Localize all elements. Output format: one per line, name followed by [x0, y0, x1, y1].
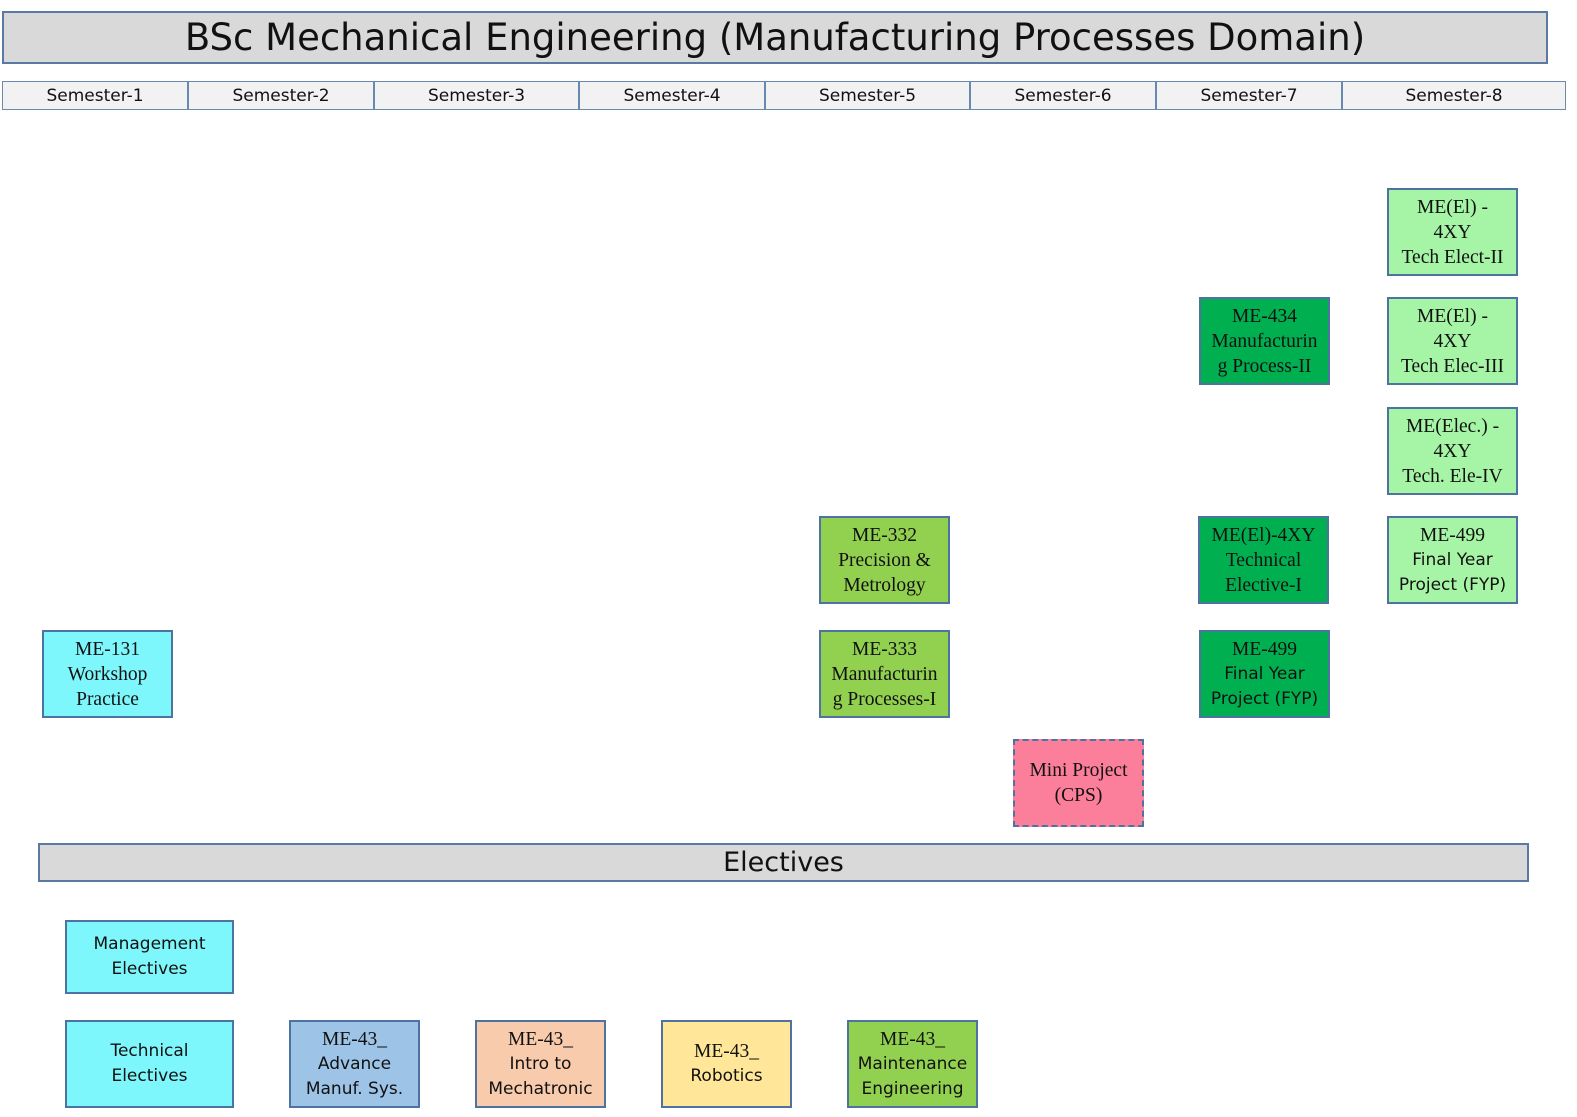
- elective-advance-manuf: ME-43_ Advance Manuf. Sys.: [289, 1020, 420, 1108]
- course-code: 4XY: [1433, 330, 1472, 352]
- course-name-line: Project (FYP): [1398, 574, 1507, 595]
- elective-label-line: Management: [93, 934, 206, 954]
- elective-technical: Technical Electives: [65, 1020, 234, 1108]
- course-code: ME-43_: [880, 1028, 945, 1050]
- course-name-line: Practice: [76, 688, 139, 710]
- course-name-line: Workshop: [67, 663, 148, 685]
- course-name-line: Elective-I: [1225, 574, 1302, 596]
- course-tech-elective-4: ME(Elec.) - 4XY Tech. Ele-IV: [1387, 407, 1518, 495]
- course-code: ME-434: [1232, 305, 1297, 327]
- course-code: ME(El) -: [1417, 305, 1488, 327]
- elective-mechatronic: ME-43_ Intro to Mechatronic: [475, 1020, 606, 1108]
- page-title: BSc Mechanical Engineering (Manufacturin…: [2, 11, 1548, 64]
- course-code: ME-499: [1232, 638, 1297, 660]
- semester-4-header: Semester-4: [579, 81, 765, 110]
- electives-header-text: Electives: [723, 847, 844, 878]
- elective-label-line: Robotics: [690, 1066, 763, 1086]
- course-code: ME(El) -: [1417, 196, 1488, 218]
- course-technical-elective-1: ME(El)-4XY Technical Elective-I: [1198, 516, 1329, 604]
- course-name-line: (CPS): [1054, 785, 1103, 806]
- semester-6-header: Semester-6: [970, 81, 1156, 110]
- elective-label-line: Electives: [111, 1066, 188, 1086]
- course-fyp-semester-7: ME-499 Final Year Project (FYP): [1199, 630, 1330, 718]
- course-name-line: Manufacturin: [831, 663, 938, 685]
- course-name-line: Manufacturin: [1211, 330, 1318, 352]
- course-code: ME-43_: [322, 1028, 387, 1050]
- course-fyp-semester-8: ME-499 Final Year Project (FYP): [1387, 516, 1518, 604]
- course-me434: ME-434 Manufacturin g Process-II: [1199, 297, 1330, 385]
- course-name-line: Final Year: [1224, 663, 1305, 684]
- elective-maintenance: ME-43_ Maintenance Engineering: [847, 1020, 978, 1108]
- page-title-text: BSc Mechanical Engineering (Manufacturin…: [184, 16, 1366, 59]
- semester-1-header: Semester-1: [2, 81, 188, 110]
- semester-2-header: Semester-2: [188, 81, 374, 110]
- course-me131: ME-131 Workshop Practice: [42, 630, 173, 718]
- elective-label-line: Maintenance: [857, 1053, 968, 1074]
- course-name-line: Precision &: [838, 549, 931, 571]
- course-name-line: Final Year: [1412, 549, 1493, 570]
- course-code: 4XY: [1433, 440, 1472, 462]
- semester-8-header: Semester-8: [1342, 81, 1566, 110]
- semester-7-header: Semester-7: [1156, 81, 1342, 110]
- course-mini-project: Mini Project (CPS): [1013, 739, 1144, 827]
- course-name-line: Tech Elec-III: [1400, 355, 1505, 377]
- elective-robotics: ME-43_ Robotics: [661, 1020, 792, 1108]
- course-code: ME-131: [75, 638, 140, 660]
- elective-label-line: Electives: [111, 959, 188, 979]
- semester-3-header: Semester-3: [374, 81, 579, 110]
- course-name-line: g Process-II: [1217, 355, 1312, 377]
- course-name-line: Metrology: [843, 574, 926, 596]
- course-code: ME-43_: [508, 1028, 573, 1050]
- elective-label-line: Intro to: [509, 1053, 572, 1074]
- elective-management: Management Electives: [65, 920, 234, 994]
- course-code: ME(Elec.) -: [1405, 415, 1500, 437]
- elective-label-line: Manuf. Sys.: [305, 1078, 404, 1099]
- course-me332: ME-332 Precision & Metrology: [819, 516, 950, 604]
- course-name-line: Tech. Ele-IV: [1402, 465, 1503, 487]
- course-tech-elective-3: ME(El) - 4XY Tech Elec-III: [1387, 297, 1518, 385]
- course-code: ME(El)-4XY: [1211, 524, 1316, 546]
- semester-5-header: Semester-5: [765, 81, 970, 110]
- elective-label-line: Engineering: [861, 1078, 964, 1099]
- course-code: 4XY: [1433, 221, 1472, 243]
- course-code: ME-499: [1420, 524, 1485, 546]
- course-tech-elective-2: ME(El) - 4XY Tech Elect-II: [1387, 188, 1518, 276]
- course-me333: ME-333 Manufacturin g Processes-I: [819, 630, 950, 718]
- course-code: ME-333: [852, 638, 917, 660]
- electives-header: Electives: [38, 843, 1529, 882]
- course-name-line: Project (FYP): [1210, 688, 1319, 709]
- course-code: ME-332: [852, 524, 917, 546]
- course-code: ME-43_: [694, 1041, 759, 1062]
- elective-label-line: Technical: [110, 1041, 189, 1061]
- elective-label-line: Mechatronic: [488, 1078, 593, 1099]
- course-name-line: g Processes-I: [832, 688, 937, 710]
- course-name-line: Technical: [1225, 549, 1302, 571]
- course-name-line: Tech Elect-II: [1401, 246, 1504, 268]
- course-name-line: Mini Project: [1029, 760, 1128, 781]
- elective-label-line: Advance: [317, 1053, 392, 1074]
